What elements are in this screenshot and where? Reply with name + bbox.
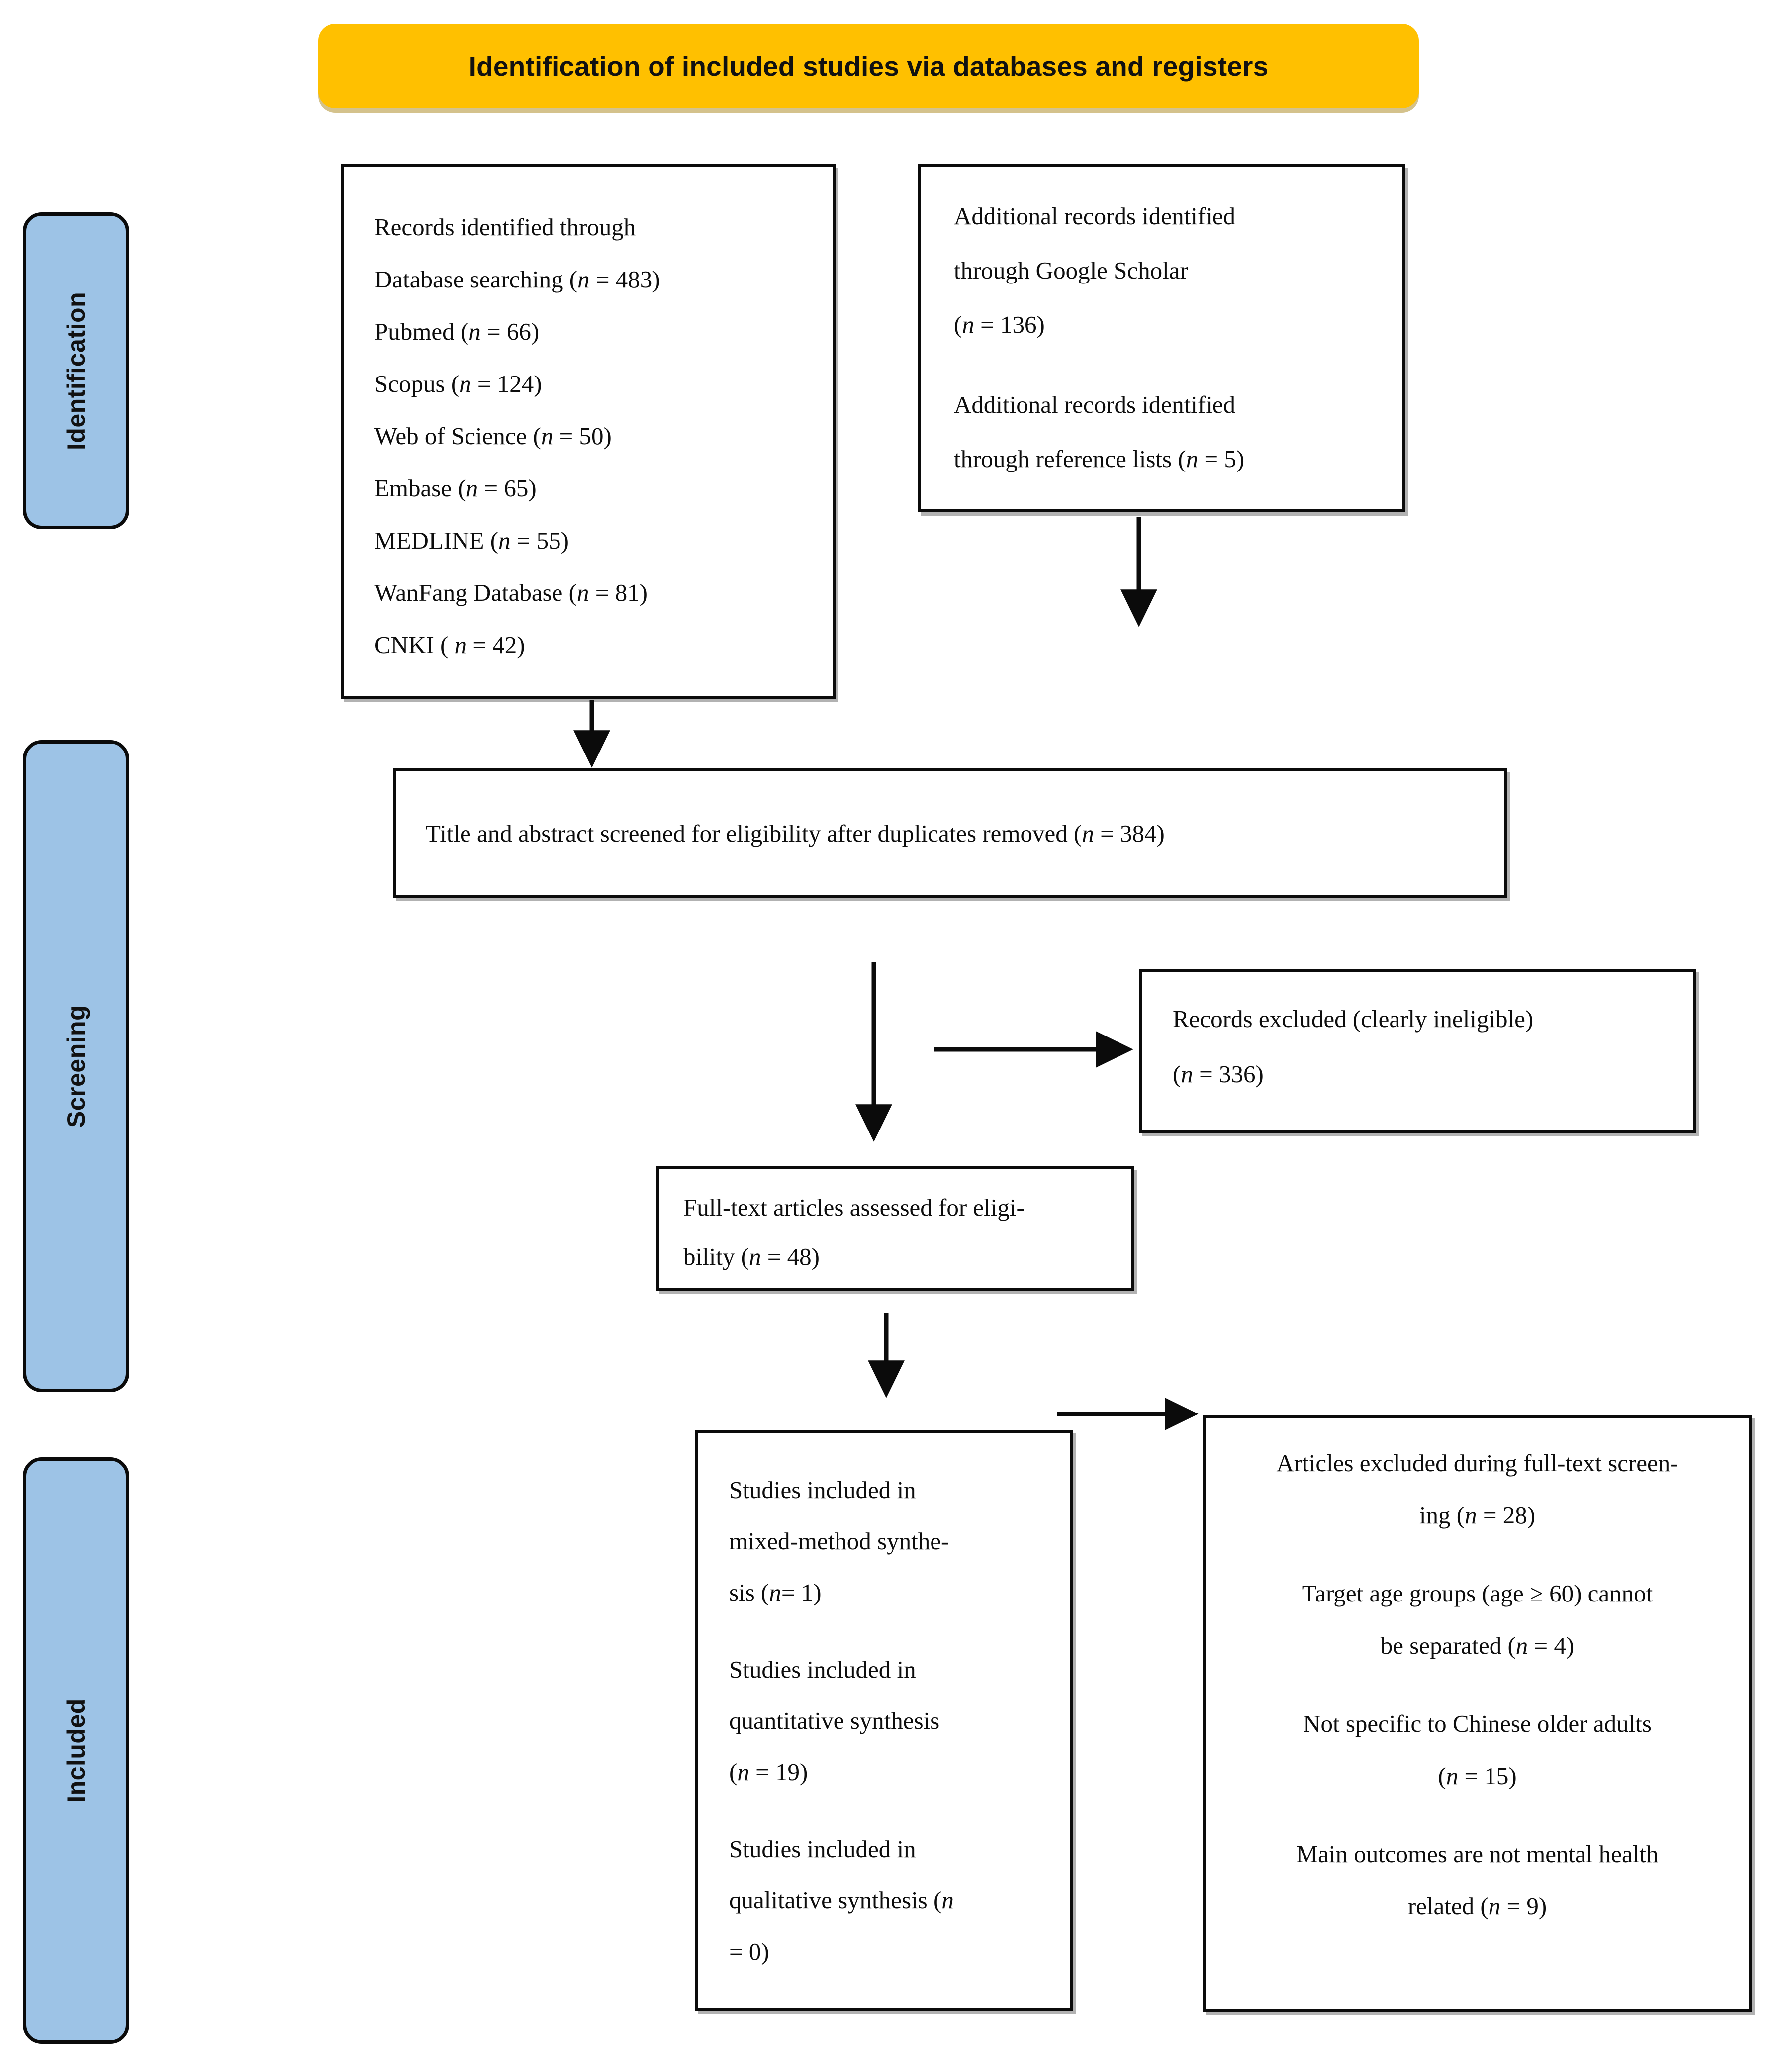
box-fulltext-assessed: Full-text articles assessed for eligi-bi… — [656, 1166, 1134, 1291]
box-fulltext-assessed-text: Full-text articles assessed for eligi-bi… — [683, 1194, 1025, 1270]
box-records-excluded: Records excluded (clearly ineligible)(n … — [1139, 969, 1696, 1133]
phase-label-identification: Identification — [62, 291, 91, 450]
phase-label-included: Included — [62, 1698, 91, 1803]
box-title-abstract-screened-text: Title and abstract screened for eligibil… — [426, 819, 1165, 847]
box-articles-excluded-fulltext-text: Articles excluded during full-text scree… — [1276, 1449, 1678, 1920]
phase-label-screening: Screening — [62, 1005, 90, 1128]
box-title-abstract-screened: Title and abstract screened for eligibil… — [393, 768, 1507, 898]
diagram-title: Identification of included studies via d… — [468, 51, 1269, 82]
phase-bar-included: Included — [23, 1457, 129, 2044]
box-records-excluded-text: Records excluded (clearly ineligible)(n … — [1173, 1005, 1534, 1088]
phase-bar-screening: Screening — [23, 740, 129, 1392]
box-articles-excluded-fulltext: Articles excluded during full-text scree… — [1203, 1415, 1752, 2012]
phase-bar-identification: Identification — [23, 212, 129, 529]
diagram-header-banner: Identification of included studies via d… — [318, 24, 1419, 108]
